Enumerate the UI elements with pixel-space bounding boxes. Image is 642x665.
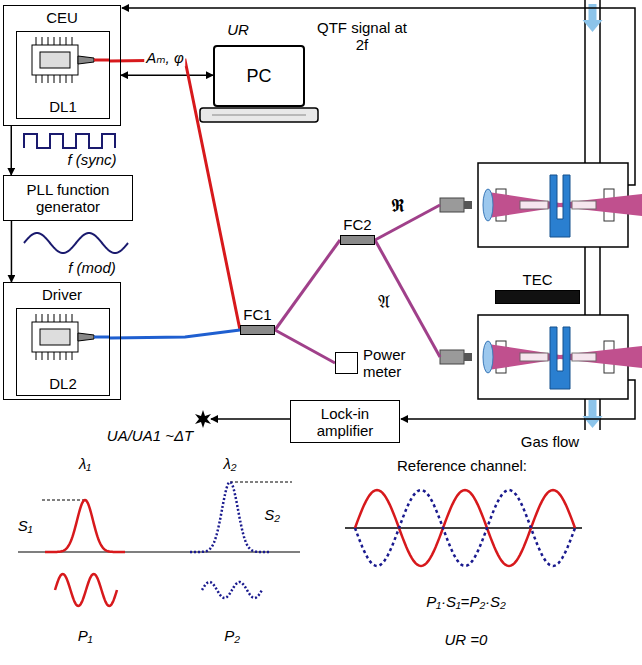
gas-flow-arrow: [583, 400, 603, 428]
laser-box: DL2: [16, 308, 110, 396]
node-label: FC1: [243, 306, 271, 323]
gas-cell: [440, 163, 642, 247]
laser-chip: [32, 37, 109, 83]
node-label: TEC: [523, 271, 553, 288]
qtf-signal-wire: [122, 8, 635, 185]
signal-connector: [11, 126, 13, 175]
square-wave: [24, 134, 115, 148]
gas-pipe: [585, 0, 600, 430]
level-line: [42, 500, 85, 501]
laser-box: DL1: [16, 31, 110, 119]
node-label: PC: [215, 66, 303, 87]
fiber: [375, 240, 440, 357]
sine-wave: [24, 233, 128, 253]
driver-box: DriverDL2: [3, 282, 121, 400]
node-label: PLL function generator: [4, 181, 132, 216]
node-label: FC2: [343, 216, 371, 233]
optical-fiber: [110, 60, 240, 330]
signal-connector: [121, 74, 213, 76]
optical-fiber: [275, 240, 340, 330]
node-label: Power meter: [363, 346, 413, 381]
optical-fiber: [275, 330, 335, 363]
qtf-signal-wire: [401, 380, 635, 419]
signal-name: QTF signal at 2f: [312, 19, 412, 54]
absorption-peak: [45, 500, 125, 552]
signal-name: UR: [227, 21, 249, 38]
generator-box: PLL function generator: [3, 175, 133, 221]
fiber: [375, 205, 440, 240]
peak-amplitude: S₂: [264, 506, 280, 523]
channel-mark: 𝔄: [378, 292, 390, 313]
signal-wave: [55, 574, 117, 606]
reference-wave: [355, 490, 575, 566]
node-label: Lock-in amplifier: [291, 404, 399, 439]
gas-cell: [440, 315, 642, 399]
fiber-coupler: FC2: [340, 235, 375, 245]
signal-connector: [11, 221, 13, 282]
lock-in-box: Lock-in amplifier: [290, 400, 400, 443]
node-label: Driver: [4, 286, 120, 303]
fiber-coupler: FC1: [240, 325, 275, 335]
laser-chip: [32, 314, 109, 360]
output-wire: [211, 418, 290, 420]
absorption-peak: [190, 482, 270, 552]
level-line: [230, 482, 292, 483]
panel-title: Reference channel:: [397, 457, 527, 474]
power-label: P₂: [224, 627, 240, 644]
node-label: DL2: [17, 375, 109, 392]
tec-element: TEC: [495, 290, 580, 304]
node-label: CEU: [4, 9, 120, 26]
power-label: P₁: [78, 627, 93, 644]
power-meter: Power meter: [335, 352, 358, 374]
output-signal: UA/UA1 ~ΔT: [107, 427, 193, 444]
connector-label: f (mod): [66, 259, 118, 276]
connector-label: Aₘ, φ: [144, 49, 185, 66]
balance-equation: P₁·S₁=P₂·S₂: [426, 593, 506, 610]
reference-wave: [355, 490, 575, 566]
wavelength: λ₁: [79, 455, 91, 472]
node-label: DL1: [17, 98, 109, 115]
optical-fiber: [110, 330, 240, 338]
channel-mark: 𝕽: [391, 196, 405, 217]
pc-icon: [200, 108, 318, 122]
axis: [345, 527, 582, 529]
wavelength: λ₂: [223, 455, 236, 472]
flow-label: Gas flow: [521, 433, 579, 450]
peak-amplitude: S₁: [18, 517, 33, 534]
output-star: [195, 410, 211, 428]
signal-name: UR =0: [445, 631, 488, 648]
signal-wave: [202, 582, 262, 598]
connector-label: f (sync): [65, 151, 118, 168]
pc-screen: PC: [213, 45, 305, 107]
control-unit-box: CEU DL1: [3, 5, 121, 126]
